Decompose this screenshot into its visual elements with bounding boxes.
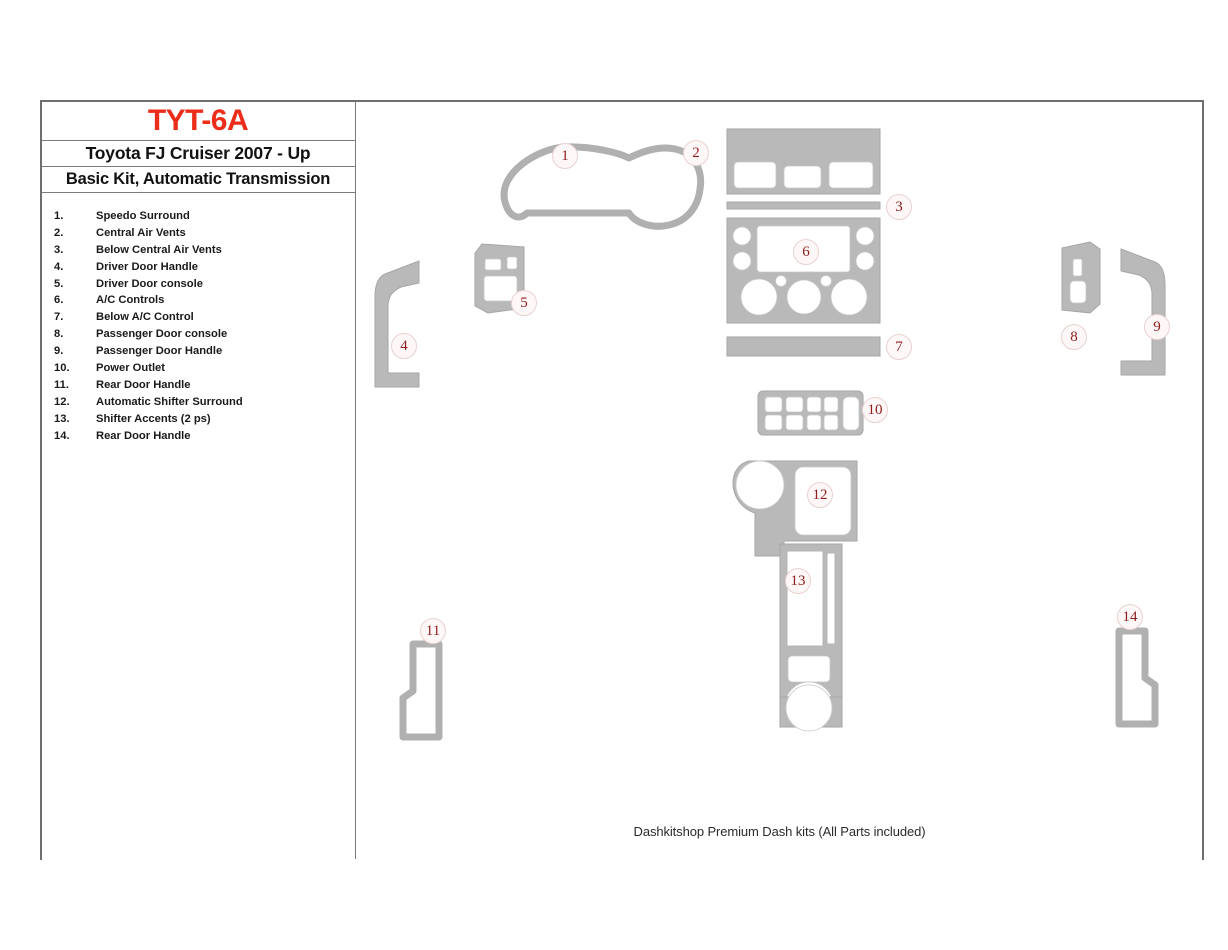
part-2-central-air-vents [726, 128, 881, 195]
parts-list-item: 12. Automatic Shifter Surround [41, 396, 355, 413]
parts-list-item-number: 4. [54, 260, 64, 273]
part-9-passenger-door-handle [1120, 248, 1166, 376]
parts-list-item-label: Rear Door Handle [96, 429, 191, 442]
parts-list-cell: 1. Speedo Surround 2. Central Air Vents 3. Be… [41, 193, 356, 859]
callout-2: 2 [683, 140, 709, 166]
parts-list-item: 9. Passenger Door Handle [41, 345, 355, 362]
parts-list-item-label: Automatic Shifter Surround [96, 395, 243, 408]
callout-9: 9 [1144, 314, 1170, 340]
callout-11: 11 [420, 618, 446, 644]
part-4-driver-door-handle [374, 260, 420, 388]
frame-right-border [1202, 100, 1204, 860]
footer-note: Dashkitshop Premium Dash kits (All Parts… [633, 824, 926, 839]
callout-1: 1 [552, 143, 578, 169]
parts-list-item: 3. Below Central Air Vents [41, 244, 355, 261]
callout-10: 10 [862, 397, 888, 423]
parts-list-item-number: 10. [54, 362, 70, 375]
parts-list-item-label: Below Central Air Vents [96, 243, 222, 256]
kit-code: TYT-6A [147, 103, 249, 137]
parts-list-item-number: 14. [54, 429, 70, 442]
callout-14: 14 [1117, 604, 1143, 630]
callout-12: 12 [807, 482, 833, 508]
legend-panel: TYT-6A Toyota FJ Cruiser 2007 - Up Basic… [41, 101, 356, 859]
part-3-below-central-air-vents [726, 201, 881, 210]
parts-list-item-label: Shifter Accents (2 ps) [96, 412, 211, 425]
part-8-passenger-door-console [1061, 241, 1101, 314]
parts-list-item: 4. Driver Door Handle [41, 261, 355, 278]
parts-list-item-label: Passenger Door console [96, 328, 228, 341]
parts-list-item-label: Below A/C Control [96, 311, 194, 324]
parts-list-item-number: 2. [54, 226, 64, 239]
parts-list-item-number: 3. [54, 243, 64, 256]
vehicle-model-cell: Toyota FJ Cruiser 2007 - Up [41, 141, 356, 167]
part-1-speedo-surround [500, 143, 705, 230]
parts-list: 1. Speedo Surround 2. Central Air Vents 3. Be… [41, 193, 355, 446]
frame-left-border [40, 100, 42, 860]
parts-list-item-label: Rear Door Handle [96, 378, 191, 391]
kit-type-cell: Basic Kit, Automatic Transmission [41, 167, 356, 193]
parts-list-item: 5. Driver Door console [41, 278, 355, 295]
part-14-rear-door-handle-right [1115, 627, 1159, 728]
parts-list-item-label: Central Air Vents [96, 226, 186, 239]
part-10-power-outlet [757, 390, 864, 436]
part-7-below-ac-control [726, 336, 881, 357]
kit-type: Basic Kit, Automatic Transmission [65, 170, 331, 188]
parts-list-item: 7. Below A/C Control [41, 311, 355, 328]
parts-list-item-label: Speedo Surround [96, 210, 190, 222]
part-11-rear-door-handle-left [399, 640, 443, 741]
vehicle-model: Toyota FJ Cruiser 2007 - Up [85, 143, 311, 163]
parts-list-item: 10. Power Outlet [41, 362, 355, 379]
parts-illustration: .pf { fill:#b9b9b9; stroke:#a6a6a6; stro… [374, 128, 1166, 741]
frame-top-border [40, 100, 1204, 102]
parts-list-item: 6. A/C Controls [41, 294, 355, 311]
parts-diagram: .pf { fill:#b9b9b9; stroke:#a6a6a6; stro… [357, 101, 1202, 859]
callout-3: 3 [886, 194, 912, 220]
parts-list-item-number: 7. [54, 311, 64, 324]
parts-list-item-number: 12. [54, 395, 70, 408]
parts-list-item-number: 8. [54, 328, 64, 341]
parts-list-item-number: 5. [54, 277, 64, 290]
parts-list-item: 13. Shifter Accents (2 ps) [41, 413, 355, 430]
kit-code-cell: TYT-6A [41, 101, 356, 141]
callout-5: 5 [511, 290, 537, 316]
parts-list-item: 8. Passenger Door console [41, 328, 355, 345]
parts-list-item: 2. Central Air Vents [41, 227, 355, 244]
parts-list-item-label: Driver Door console [96, 277, 203, 290]
part-6-ac-controls [726, 217, 881, 324]
callout-13: 13 [785, 568, 811, 594]
parts-list-item-label: A/C Controls [96, 294, 165, 307]
callout-4: 4 [391, 333, 417, 359]
parts-list-item-number: 9. [54, 345, 64, 358]
parts-list-item: 14. Rear Door Handle [41, 430, 355, 447]
callout-6: 6 [793, 239, 819, 265]
parts-list-item-label: Power Outlet [96, 362, 165, 375]
callout-7: 7 [886, 334, 912, 360]
parts-list-item-number: 13. [54, 412, 70, 425]
parts-list-item: 11. Rear Door Handle [41, 379, 355, 396]
parts-list-item: 1. Speedo Surround [41, 210, 355, 227]
parts-list-item-label: Driver Door Handle [96, 260, 198, 273]
parts-list-item-number: 1. [54, 210, 64, 222]
parts-list-item-number: 6. [54, 294, 64, 307]
part-12-automatic-shifter-surround [732, 460, 858, 557]
callout-8: 8 [1061, 324, 1087, 350]
parts-list-item-label: Passenger Door Handle [96, 345, 223, 358]
parts-list-item-number: 11. [54, 378, 69, 391]
